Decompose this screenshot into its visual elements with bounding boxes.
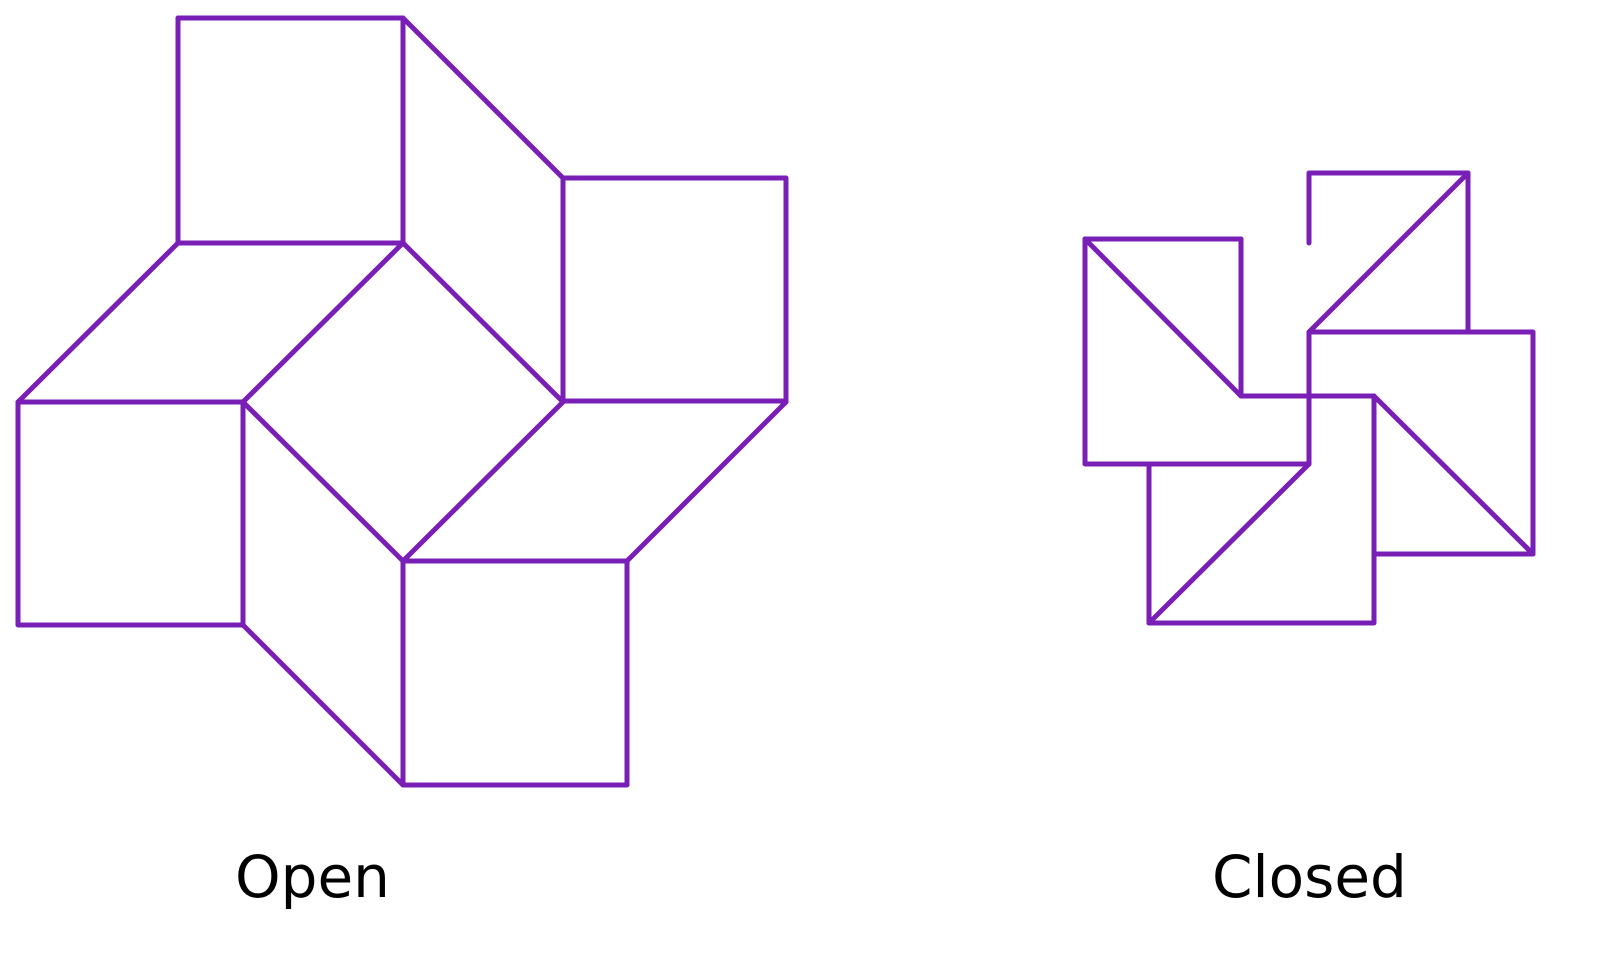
open-figure (15, 15, 789, 788)
open-rhombus-edge-top-right (400, 15, 566, 181)
label-open: Open (235, 843, 390, 911)
open-center-diamond (240, 240, 566, 564)
open-square-bottom (400, 558, 630, 788)
closed-diagonal-bottom (1146, 461, 1312, 626)
closed-diagonal-left (1082, 236, 1244, 399)
closed-diagonal-top (1306, 170, 1471, 335)
open-rhombus-edge-bottom (240, 622, 406, 788)
closed-square-left (1082, 236, 1312, 467)
open-square-top (175, 15, 406, 246)
open-rhombus-edge-top-left (15, 240, 181, 405)
closed-square-top (1306, 170, 1471, 335)
open-square-left (15, 399, 246, 628)
closed-figure (1082, 170, 1536, 626)
closed-square-bottom (1146, 393, 1377, 626)
label-closed: Closed (1212, 843, 1407, 911)
open-rhombus-edge-right (624, 399, 789, 564)
open-square-right (560, 175, 789, 404)
closed-diagonal-right (1371, 393, 1536, 557)
closed-square-right (1306, 329, 1536, 557)
